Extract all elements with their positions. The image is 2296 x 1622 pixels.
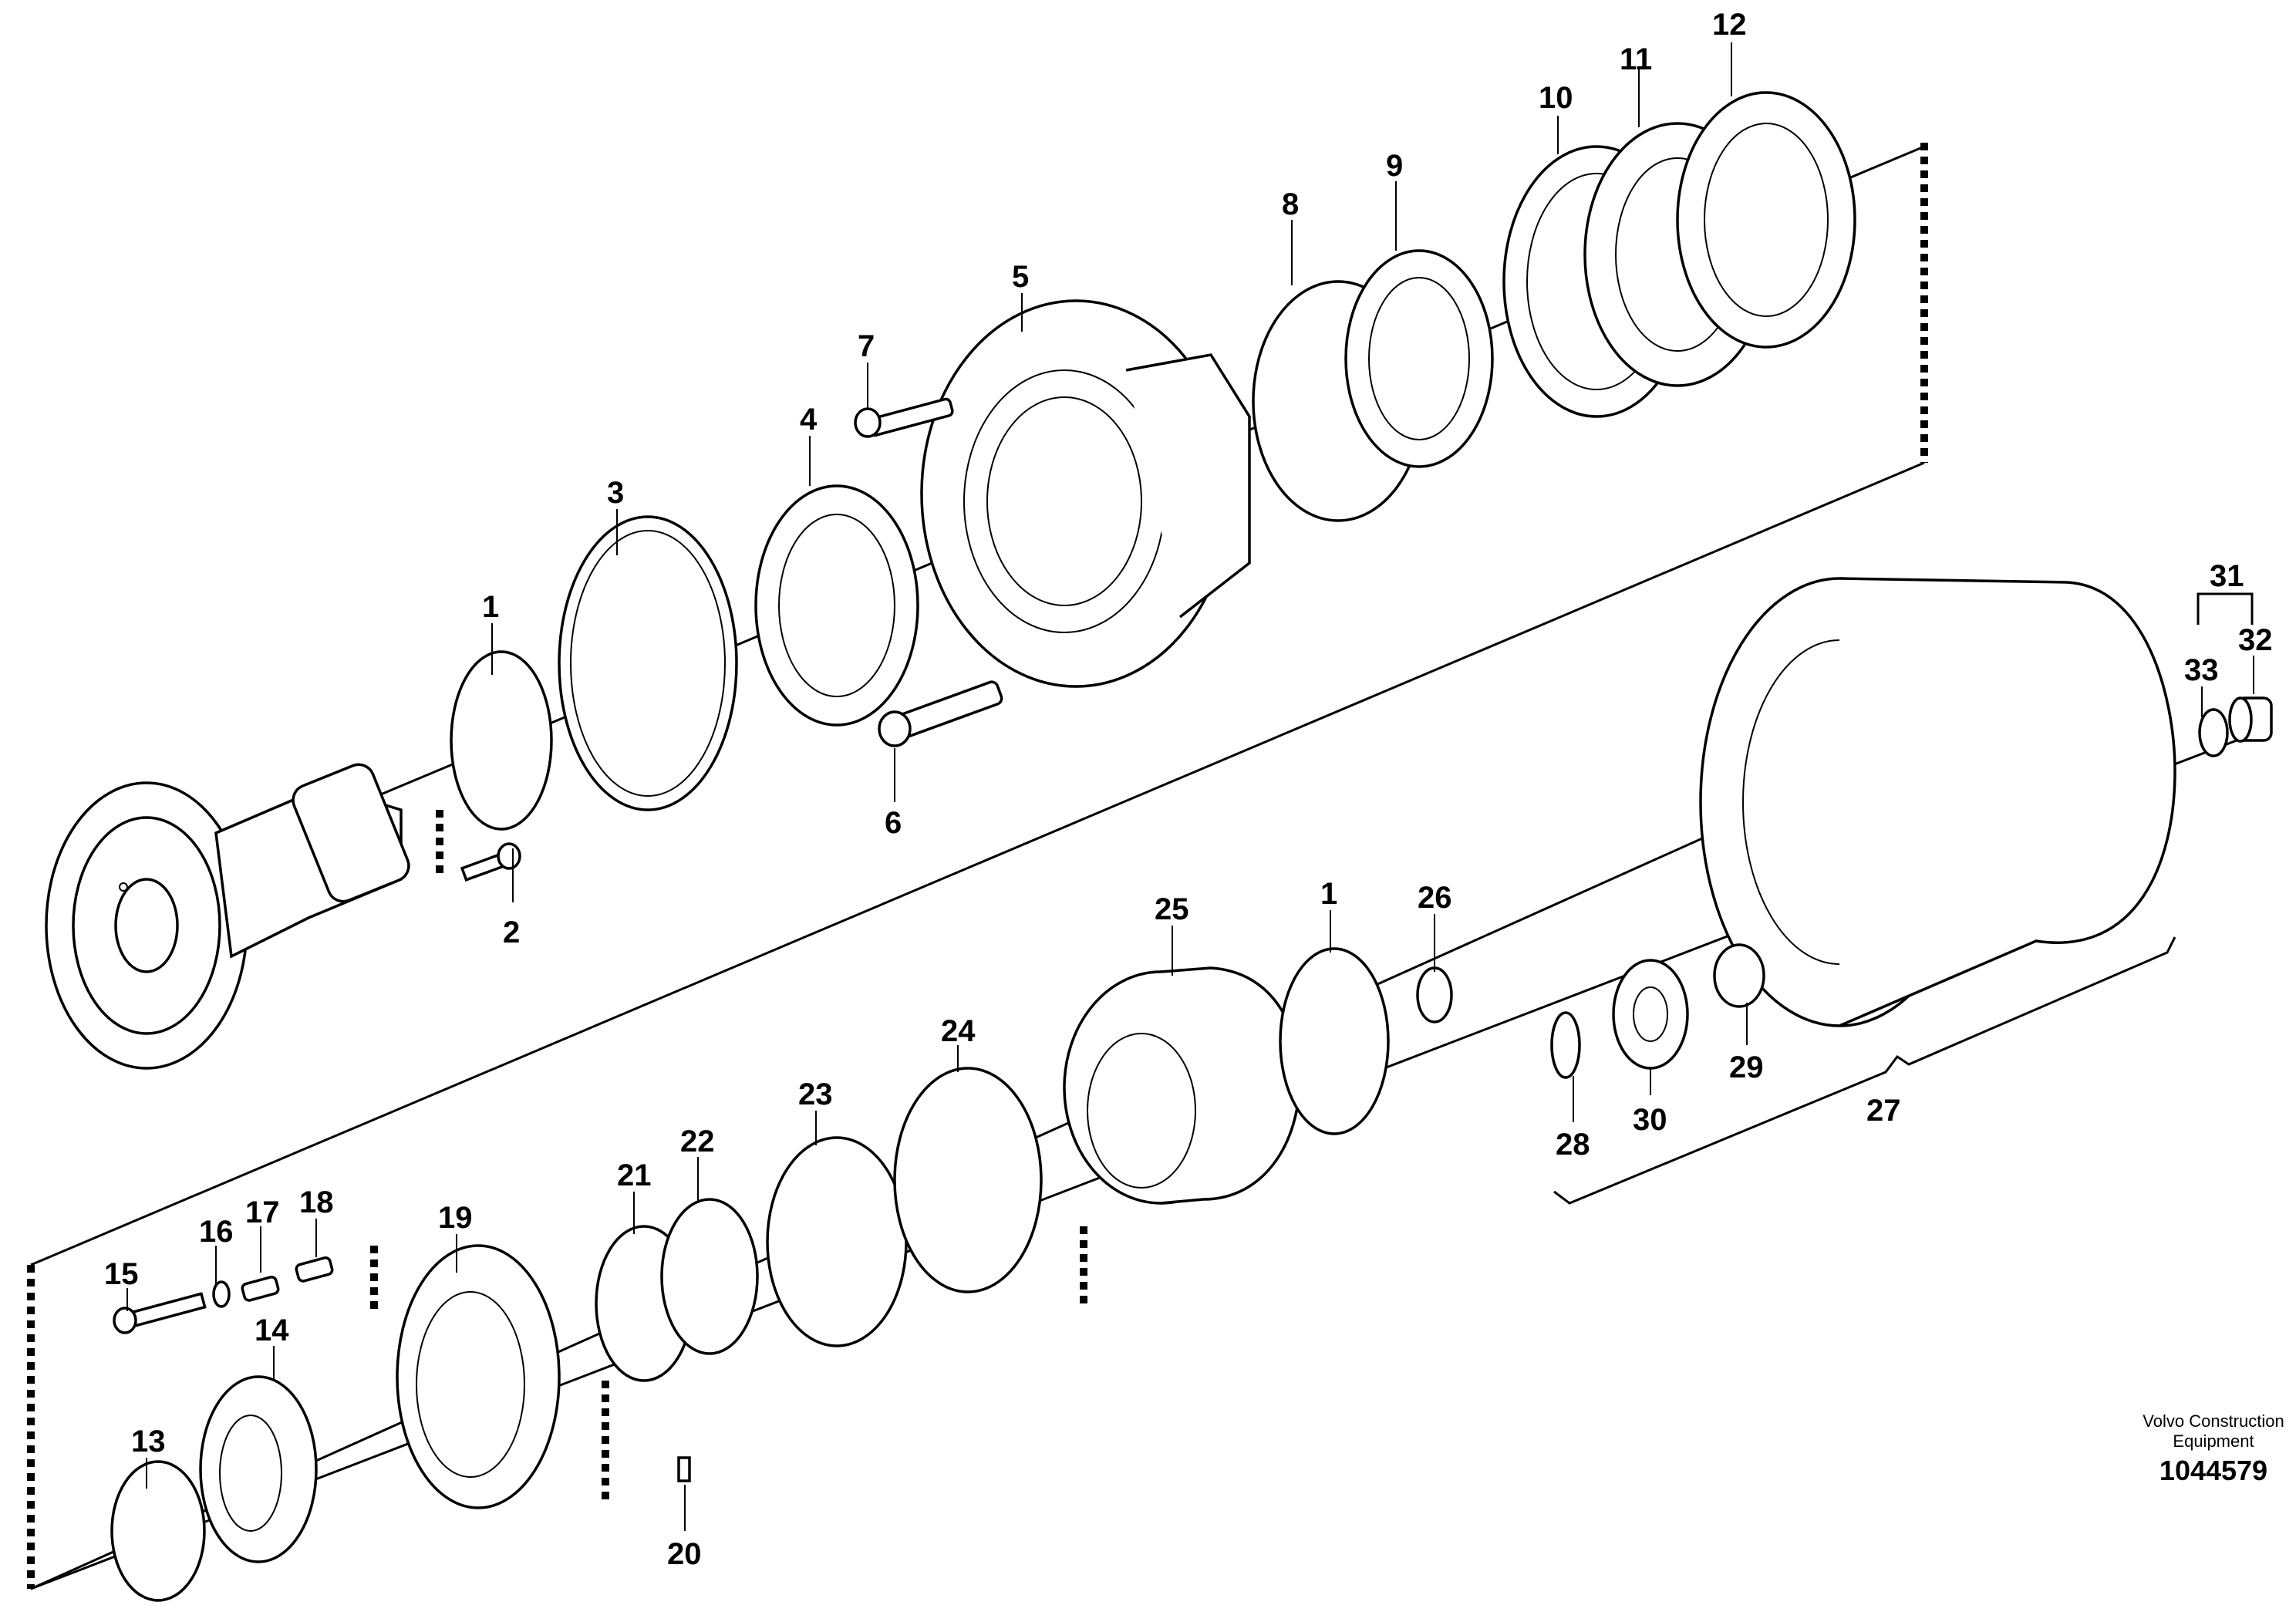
callout-17: 17	[245, 1195, 280, 1229]
part-spring-18	[295, 1256, 334, 1283]
part-disc-12	[1676, 91, 1856, 349]
part-bearing-9	[1344, 249, 1494, 468]
callout-labels: 1 2 3 4 5 6 7 8 9 10 11 12 13 14 15 16 1…	[104, 8, 2273, 1571]
part-o-ring-1	[450, 650, 553, 831]
callout-29: 29	[1729, 1050, 1764, 1084]
callout-15: 15	[104, 1257, 139, 1291]
part-output-flange	[45, 763, 410, 1070]
part-snap-ring-23	[766, 1136, 908, 1347]
callout-25: 25	[1155, 892, 1189, 926]
callout-22: 22	[680, 1125, 715, 1158]
callout-4: 4	[800, 403, 818, 437]
callout-10: 10	[1539, 81, 1573, 115]
callout-7: 7	[858, 329, 875, 363]
callout-23: 23	[798, 1077, 833, 1111]
part-screw-2	[460, 842, 521, 882]
leader-lines	[126, 42, 2254, 1531]
part-o-ring-1-lower	[1279, 947, 1390, 1135]
part-bolt-15	[113, 1292, 207, 1334]
callout-30: 30	[1633, 1103, 1667, 1137]
part-o-ring-33	[2198, 708, 2229, 757]
callout-26: 26	[1418, 881, 1452, 915]
part-ring-24	[893, 1067, 1043, 1293]
part-washer-16	[212, 1280, 231, 1308]
callout-8: 8	[1282, 187, 1299, 221]
manufacturer-caption: Volvo Construction Equipment	[2143, 1411, 2284, 1451]
callout-9: 9	[1386, 149, 1403, 183]
bracket-27	[1553, 936, 2176, 1205]
callout-5: 5	[1012, 260, 1029, 294]
callout-18: 18	[299, 1185, 334, 1219]
part-gear-14	[199, 1375, 318, 1563]
part-brake-drum	[1699, 577, 2176, 1027]
part-bearing-4	[754, 484, 919, 727]
bracket-31	[2197, 592, 2254, 625]
part-carrier-19	[396, 1244, 561, 1509]
callout-27: 27	[1866, 1094, 1901, 1128]
part-spring-17	[241, 1276, 280, 1302]
drawing-number: 1044579	[2159, 1455, 2268, 1486]
part-pin-20	[677, 1456, 691, 1482]
callout-3: 3	[607, 476, 624, 510]
callout-16: 16	[199, 1215, 234, 1249]
part-seal-ring-3	[558, 515, 738, 811]
callout-33: 33	[2184, 653, 2219, 687]
callout-32: 32	[2238, 623, 2273, 657]
callout-20: 20	[667, 1537, 702, 1571]
callout-13: 13	[131, 1425, 166, 1458]
part-bushing-29	[1713, 943, 1765, 1008]
part-circlip-28	[1550, 1011, 1581, 1079]
callout-21: 21	[617, 1158, 652, 1192]
part-gear-30	[1612, 959, 1689, 1070]
callout-12: 12	[1712, 8, 1747, 42]
part-wheel-hub	[920, 299, 1251, 688]
callout-14: 14	[255, 1313, 289, 1347]
callout-2: 2	[503, 916, 520, 949]
callout-1-upper: 1	[482, 590, 499, 624]
callout-31: 31	[2210, 559, 2244, 593]
callout-11: 11	[1620, 42, 1652, 76]
part-ring-22	[660, 1198, 759, 1355]
part-o-ring-13	[110, 1460, 206, 1602]
callout-24: 24	[941, 1014, 976, 1048]
part-stud-6	[878, 680, 1003, 747]
callout-19: 19	[438, 1201, 473, 1235]
callout-28: 28	[1556, 1128, 1590, 1162]
callout-6: 6	[885, 806, 902, 840]
part-ring-gear-25	[1063, 966, 1301, 1205]
callout-1-lower: 1	[1320, 877, 1337, 911]
part-bolt-7	[854, 397, 954, 438]
part-plug-32	[2228, 696, 2273, 743]
part-washer-26	[1416, 966, 1453, 1023]
